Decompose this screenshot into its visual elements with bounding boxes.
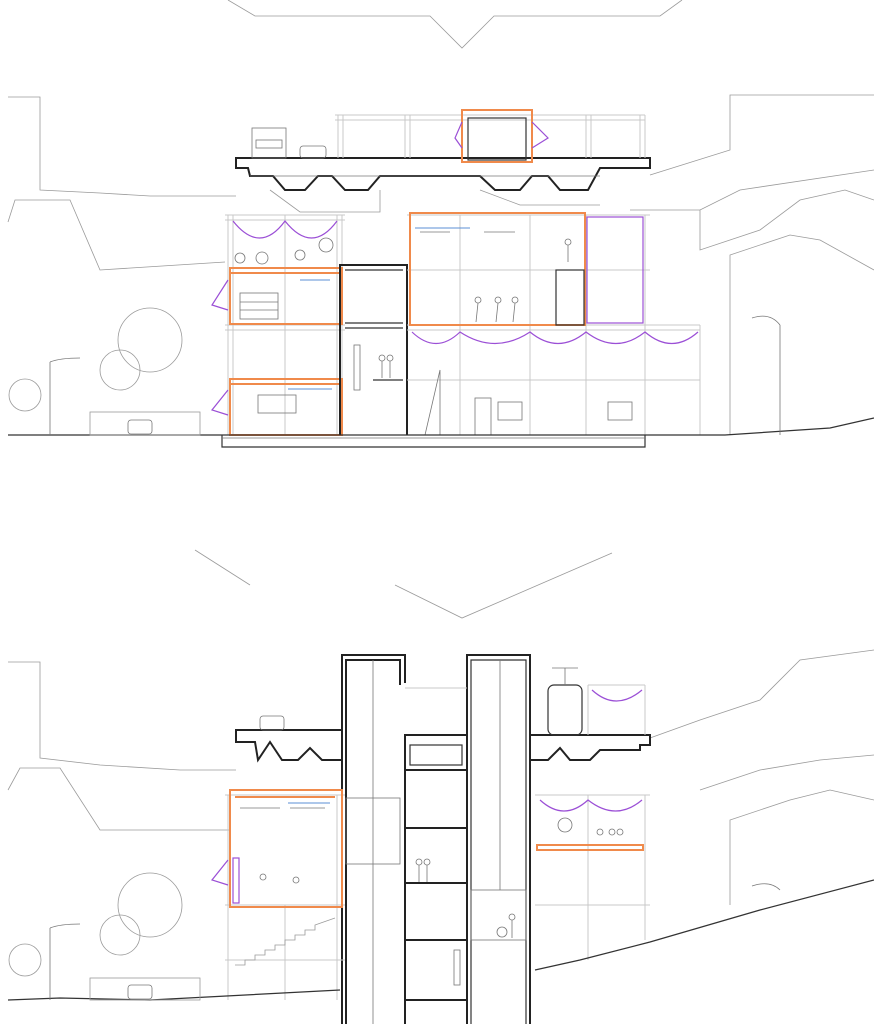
- right-deck: [529, 734, 651, 761]
- upper-section: [7, 0, 874, 448]
- background-terrain-left-2: [7, 199, 226, 271]
- right-building-block: [529, 760, 650, 970]
- left-deck: [235, 729, 343, 763]
- terrace-floor: [536, 844, 644, 851]
- tree-icons: [8, 872, 183, 977]
- underground-car: [127, 984, 153, 1000]
- background-terrain-right: [649, 94, 874, 176]
- lower-section: [7, 549, 874, 1024]
- background-building-right: [699, 189, 874, 251]
- stairs: [235, 917, 336, 966]
- people-icons: [378, 354, 394, 378]
- bookshelf-icon: [239, 292, 279, 320]
- ground-line: [8, 417, 874, 436]
- central-core: [339, 264, 408, 435]
- bridge-deck: [235, 157, 651, 191]
- car-icon: [259, 715, 285, 731]
- background-terrain-right: [649, 649, 874, 739]
- tram-icon: [547, 667, 583, 736]
- left-building-block: [210, 214, 345, 436]
- left-tower: [341, 654, 406, 1024]
- punching-bag-icon: [353, 344, 361, 391]
- right-building-block: [407, 212, 701, 436]
- car-icon: [299, 145, 327, 159]
- lounge-enclosure: [229, 378, 343, 436]
- people-icons: [415, 858, 516, 938]
- background-house-right: [729, 234, 874, 435]
- foundation: [221, 435, 646, 448]
- background-skyline-top: [227, 0, 683, 49]
- background-terrain-left: [8, 96, 236, 197]
- background-terrain-left: [8, 661, 236, 771]
- tree-icons: [8, 307, 183, 412]
- wheelchair-icon: [496, 926, 508, 938]
- dancer-icon: [259, 873, 267, 881]
- ramp: [424, 369, 441, 436]
- studio-enclosure: [229, 789, 343, 908]
- deck-pavilion-enclosure: [461, 109, 533, 163]
- right-tower: [466, 654, 531, 1024]
- shaft-platforms: [404, 734, 516, 1024]
- left-building-block: [210, 789, 345, 1000]
- stair: [555, 269, 585, 326]
- dancer-icons: [474, 238, 572, 323]
- background-house-right: [729, 789, 874, 905]
- punching-bag-icon: [453, 949, 461, 986]
- curtain-room: [586, 216, 644, 324]
- deck-pavilion-frame: [335, 109, 646, 163]
- library-enclosure: [229, 267, 343, 325]
- underground-car: [127, 419, 153, 435]
- dance-studio-enclosure: [409, 212, 586, 326]
- ground-line: [7, 989, 341, 1001]
- plant-icons: [234, 237, 334, 265]
- plant-and-people-icons: [557, 817, 624, 836]
- truck-icon: [251, 127, 287, 159]
- terrain-slope: [534, 879, 874, 971]
